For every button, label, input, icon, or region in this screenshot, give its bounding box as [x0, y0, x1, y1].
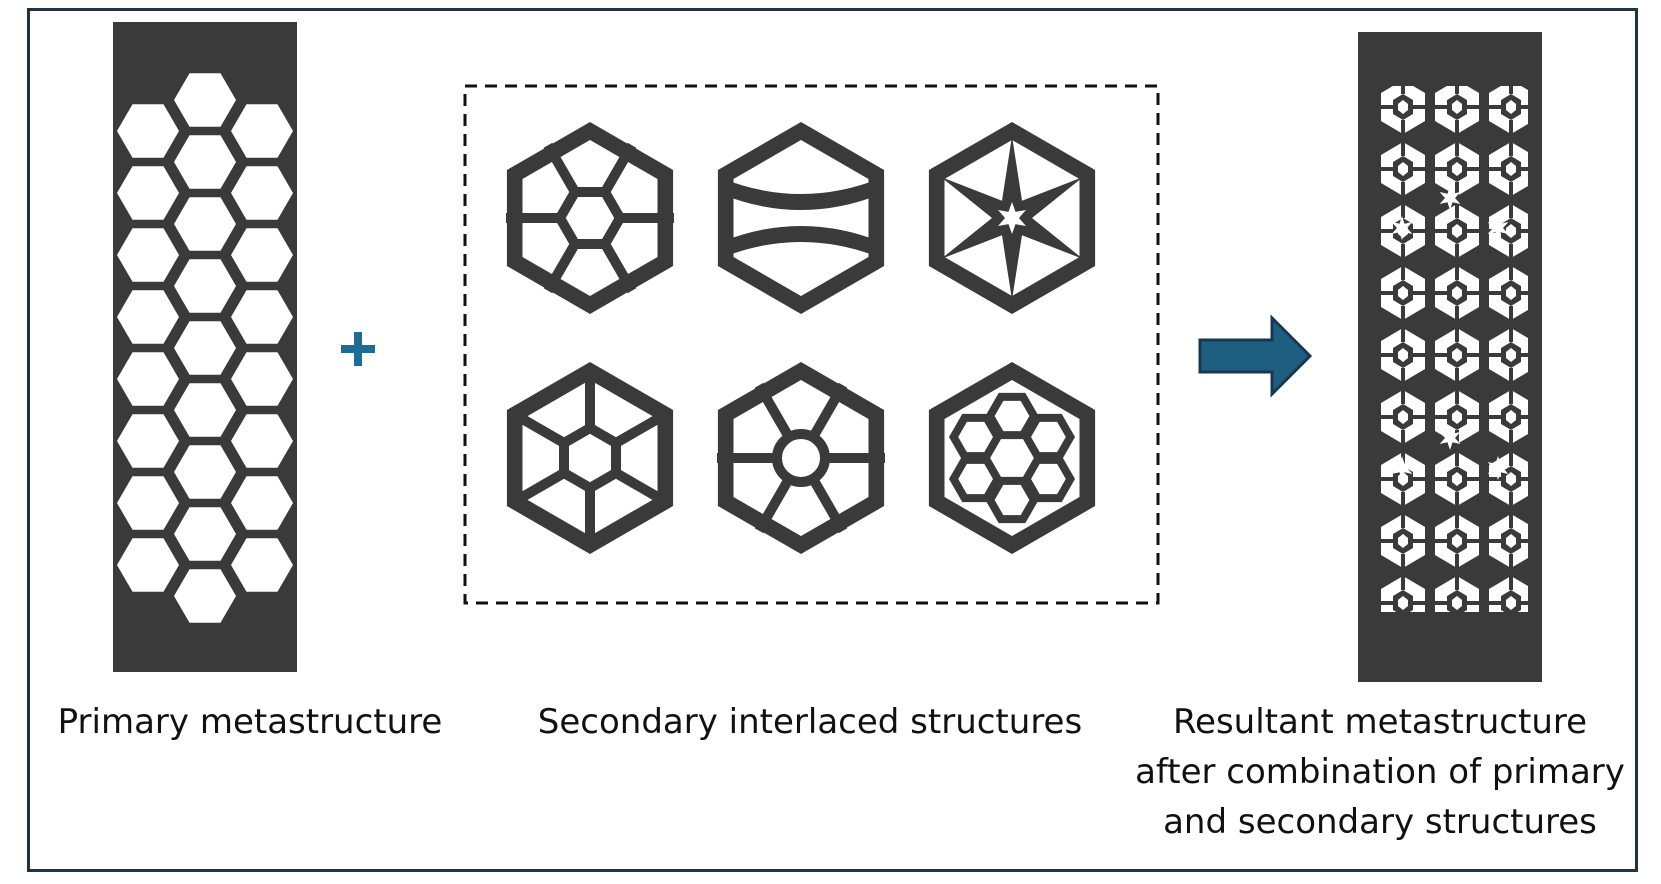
honeycomb-cell — [231, 104, 293, 158]
honeycomb-cell — [117, 104, 179, 158]
honeycomb-cell — [117, 352, 179, 406]
honeycomb-cell — [174, 569, 236, 623]
primary-metastructure — [113, 22, 297, 672]
hexagon-cell-with-bowed-bars-icon — [717, 122, 885, 314]
right-arrow-icon — [1198, 314, 1313, 398]
result-caption-line-2: after combination of primary — [1135, 752, 1625, 792]
star-cell-icon — [1487, 456, 1509, 480]
honeycomb-cell — [231, 538, 293, 592]
result-caption-line-3: and secondary structures — [1163, 802, 1597, 842]
primary-caption: Primary metastructure — [57, 702, 443, 742]
star-cell-icon — [1439, 426, 1461, 450]
honeycomb-cell — [231, 476, 293, 530]
honeycomb-cell — [174, 321, 236, 375]
honeycomb-cell — [174, 383, 236, 437]
honeycomb-cell — [117, 538, 179, 592]
honeycomb-cell — [174, 259, 236, 313]
honeycomb-cell — [117, 290, 179, 344]
hexagon-cell-with-inner-hexagon-corner-spokes-icon — [506, 362, 674, 554]
resultant-star-cells — [1391, 186, 1509, 480]
honeycomb-cell — [231, 228, 293, 282]
honeycomb-cell — [174, 445, 236, 499]
hexagon-cell-with-circle-spokes-icon — [717, 362, 885, 554]
honeycomb-cell — [117, 166, 179, 220]
secondary-cells — [506, 122, 1096, 554]
honeycomb-cell — [231, 352, 293, 406]
star-cell-icon — [1391, 216, 1413, 240]
resultant-dense-lattice — [1372, 86, 1528, 612]
hexagon-cell-with-star-icon — [928, 122, 1096, 314]
honeycomb-cell — [231, 414, 293, 468]
star-cell-icon — [1439, 186, 1461, 210]
secondary-caption: Secondary interlaced structures — [537, 702, 1083, 742]
plus-icon — [341, 332, 375, 366]
honeycomb-cell — [174, 135, 236, 189]
resultant-metastructure — [1358, 32, 1542, 682]
honeycomb-cell — [231, 290, 293, 344]
honeycomb-cell — [231, 166, 293, 220]
hexagon-cell-with-inner-hexagon-spokes-icon — [506, 122, 674, 314]
honeycomb-cell — [117, 228, 179, 282]
honeycomb-cell — [174, 73, 236, 127]
honeycomb-cell — [117, 414, 179, 468]
honeycomb-cell — [117, 476, 179, 530]
hexagon-cell-with-hexagon-ring-icon — [928, 362, 1096, 554]
star-cell-icon — [1391, 456, 1413, 480]
figure-frame — [27, 8, 1638, 872]
star-cell-icon — [1487, 216, 1509, 240]
honeycomb-cell — [174, 507, 236, 561]
result-caption-line-1: Resultant metastructure — [1172, 702, 1588, 742]
honeycomb-cell — [174, 197, 236, 251]
secondary-dashed-box — [463, 84, 1160, 605]
primary-honeycomb-cells — [117, 73, 293, 623]
